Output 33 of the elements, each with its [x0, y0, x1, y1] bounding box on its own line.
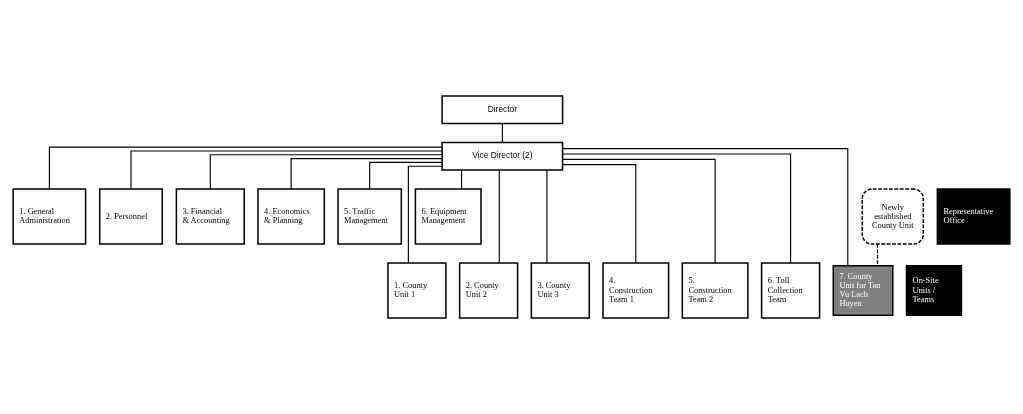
connector	[48, 146, 443, 190]
connector	[562, 164, 637, 264]
connector	[501, 123, 503, 143]
node-box: 5. Construction Team 2	[681, 262, 749, 319]
node-box: Vice Director (2)	[441, 141, 564, 171]
node-box: 7. County Unit for Tan Vu Lach Huyen	[832, 264, 894, 317]
connector	[209, 154, 443, 190]
node-box: 6. Equipment Management	[414, 188, 482, 245]
node-box: 2. County Unit 2	[458, 262, 519, 319]
node-box: 5. Traffic Management	[337, 188, 403, 245]
node-box: Director	[441, 95, 564, 125]
node-box: 1. County Unit 1	[387, 262, 447, 319]
node-box: 4. Economics & Planning	[257, 188, 326, 245]
node-box: 2. Personnel	[98, 188, 164, 245]
node-box: 1. General Administration	[12, 188, 87, 245]
connector	[876, 243, 879, 267]
node-box: 3. Financial & Accounting	[175, 188, 245, 245]
connector	[562, 153, 792, 264]
node-box: 4. Construction Team 1	[602, 262, 670, 319]
node-box: Newly established County Unit	[861, 188, 925, 245]
node-box: 6. Toll Collection Team	[760, 262, 821, 319]
connector	[461, 169, 463, 190]
connector	[290, 158, 443, 190]
connector	[546, 169, 548, 264]
connector	[130, 150, 443, 190]
connector	[562, 148, 849, 267]
connector	[369, 161, 443, 190]
node-box: Representative Office	[936, 188, 1011, 245]
connector	[498, 169, 500, 264]
node-box: 3. County Unit 3	[530, 262, 591, 319]
connector	[407, 165, 443, 264]
node-box: On-Site Units / Teams	[905, 264, 963, 317]
connector	[562, 158, 716, 264]
